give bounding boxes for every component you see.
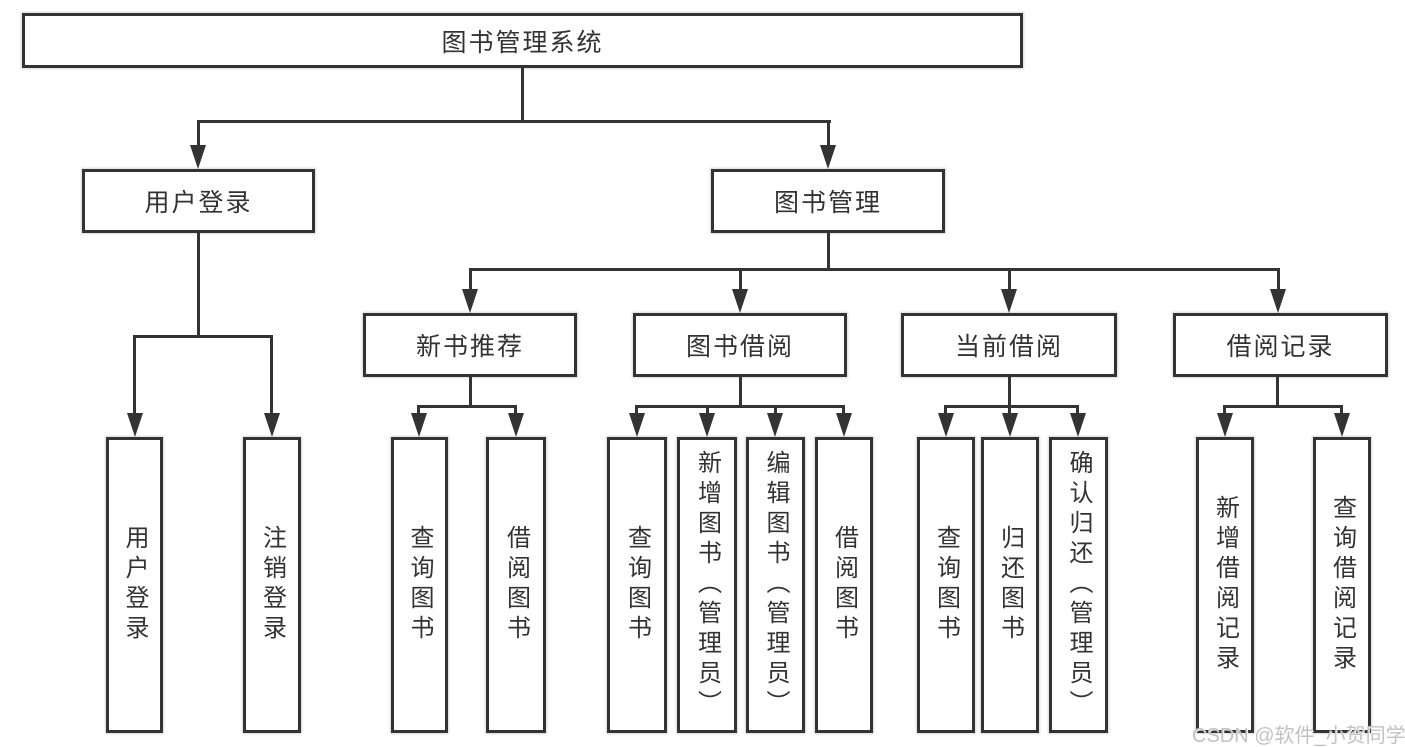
connector-line [706, 405, 709, 415]
node-current-borrow-label: 当前借阅 [954, 333, 1063, 361]
leaf-records-query-record-label: 查询借阅记录 [1328, 495, 1356, 675]
connector-line [739, 268, 742, 293]
node-book-management-label: 图书管理 [773, 189, 882, 217]
leaf-borrow-add-books-admin: 新增图书（管理员） [677, 437, 737, 733]
node-root-label: 图书管理系统 [441, 28, 604, 57]
leaf-newbook-borrow-books: 借阅图书 [486, 437, 546, 733]
leaf-records-add-record-label: 新增借阅记录 [1211, 495, 1239, 675]
connector-line [827, 233, 830, 269]
leaf-logout-label: 注销登录 [258, 525, 286, 645]
connector-line [944, 405, 1079, 408]
connector-line [197, 120, 831, 123]
connector-line [635, 405, 845, 408]
connector-line [944, 405, 947, 415]
node-new-book-recommend: 新书推荐 [363, 313, 577, 377]
connector-line [635, 405, 638, 415]
connector-line [1008, 268, 1011, 293]
node-user-login: 用户登录 [82, 169, 315, 233]
arrow-down-icon [836, 413, 852, 437]
leaf-current-confirm-return-admin-label: 确认归还（管理员） [1065, 450, 1092, 720]
arrow-down-icon [1217, 413, 1233, 437]
arrow-down-icon [1001, 289, 1017, 313]
arrow-down-icon [190, 145, 206, 169]
leaf-borrow-borrow-books: 借阅图书 [815, 437, 873, 733]
leaf-newbook-query-books: 查询图书 [391, 437, 448, 733]
leaf-borrow-query-books-label: 查询图书 [623, 525, 651, 645]
leaf-logout: 注销登录 [243, 437, 301, 733]
leaf-user-login: 用户登录 [106, 437, 163, 733]
arrow-down-icon [508, 413, 524, 437]
connector-line [521, 68, 524, 121]
connector-line [774, 405, 777, 415]
leaf-borrow-edit-books-admin-label: 编辑图书（管理员） [762, 450, 789, 720]
node-book-borrow: 图书借阅 [633, 313, 847, 377]
connector-line [469, 377, 472, 407]
arrow-down-icon [699, 413, 715, 437]
leaf-records-add-record: 新增借阅记录 [1196, 437, 1254, 733]
arrow-down-icon [820, 145, 836, 169]
arrow-down-icon [462, 289, 478, 313]
connector-line [514, 405, 517, 415]
leaf-records-query-record: 查询借阅记录 [1313, 437, 1371, 733]
arrow-down-icon [264, 413, 280, 437]
connector-line [1008, 377, 1011, 407]
connector-line [827, 120, 830, 150]
arrow-down-icon [938, 413, 954, 437]
connector-line [1276, 377, 1279, 406]
leaf-borrow-borrow-books-label: 借阅图书 [830, 525, 858, 645]
leaf-current-query-books-label: 查询图书 [932, 525, 960, 645]
node-root: 图书管理系统 [22, 13, 1023, 68]
connector-line [417, 405, 517, 408]
arrow-down-icon [629, 413, 645, 437]
connector-line [1008, 405, 1011, 415]
leaf-newbook-borrow-books-label: 借阅图书 [502, 525, 530, 645]
leaf-current-query-books: 查询图书 [917, 437, 975, 733]
arrow-down-icon [732, 289, 748, 313]
watermark-text: CSDN @软件_小贺同学 [1192, 725, 1405, 747]
connector-line [197, 120, 200, 150]
leaf-borrow-edit-books-admin: 编辑图书（管理员） [746, 437, 805, 733]
connector-line [739, 377, 742, 407]
node-current-borrow: 当前借阅 [901, 313, 1117, 377]
leaf-user-login-label: 用户登录 [121, 525, 148, 645]
connector-line [197, 233, 200, 335]
arrow-down-icon [1070, 413, 1086, 437]
leaf-borrow-add-books-admin-label: 新增图书（管理员） [693, 450, 721, 720]
arrow-down-icon [127, 413, 143, 437]
connector-line [1223, 405, 1343, 408]
arrow-down-icon [411, 413, 427, 437]
connector-line [270, 335, 273, 415]
leaf-current-confirm-return-admin: 确认归还（管理员） [1049, 437, 1108, 733]
connector-line [842, 405, 845, 415]
node-new-book-recommend-label: 新书推荐 [415, 333, 524, 361]
arrow-down-icon [767, 413, 783, 437]
leaf-current-return-books: 归还图书 [981, 437, 1039, 733]
connector-line [133, 335, 273, 338]
arrow-down-icon [1002, 413, 1018, 437]
node-book-borrow-label: 图书借阅 [685, 333, 794, 361]
node-user-login-label: 用户登录 [144, 189, 253, 217]
leaf-borrow-query-books: 查询图书 [607, 437, 667, 733]
connector-line [1223, 405, 1226, 415]
connector-line [469, 268, 472, 293]
leaf-current-return-books-label: 归还图书 [996, 525, 1024, 645]
connector-line [1277, 268, 1280, 293]
connector-line [417, 405, 420, 415]
node-borrow-records-label: 借阅记录 [1226, 333, 1335, 361]
arrow-down-icon [1270, 289, 1286, 313]
node-borrow-records: 借阅记录 [1173, 313, 1388, 377]
connector-line [1076, 405, 1079, 415]
arrow-down-icon [1334, 413, 1350, 437]
connector-line [133, 335, 136, 415]
connector-line [1340, 405, 1343, 415]
node-book-management: 图书管理 [711, 169, 945, 233]
leaf-newbook-query-books-label: 查询图书 [406, 525, 433, 645]
connector-line [469, 268, 1280, 271]
